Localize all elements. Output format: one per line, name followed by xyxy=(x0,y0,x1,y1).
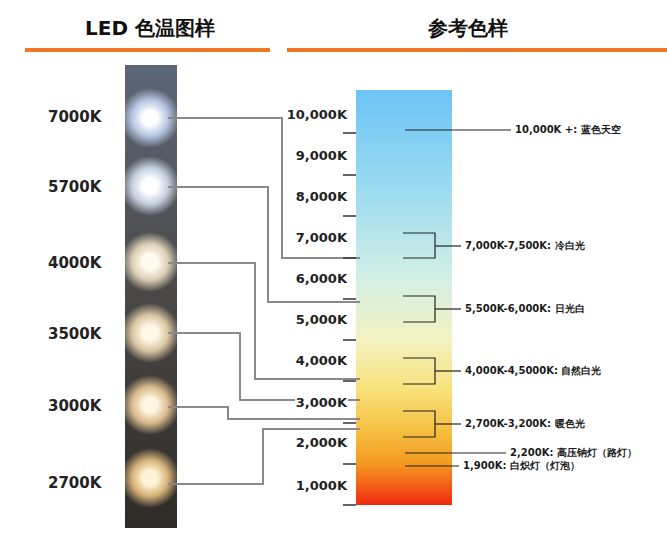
range-note: 4,000K-4,5000K: 自然白光 xyxy=(465,365,601,377)
tick xyxy=(343,215,356,217)
tick xyxy=(343,339,356,341)
scale-value: 8,000K xyxy=(295,190,348,205)
scale-value: 5,000K xyxy=(295,313,348,328)
pointer-line xyxy=(405,129,511,130)
tick xyxy=(343,298,356,300)
leader-line xyxy=(168,333,360,400)
led-glow xyxy=(125,375,177,435)
led-glows xyxy=(125,88,177,508)
led-temperature: 7000K xyxy=(48,109,101,126)
range-note: 7,000K-7,500K: 冷白光 xyxy=(465,240,585,252)
bracket xyxy=(403,358,435,384)
scale-value: 9,000K xyxy=(295,149,348,164)
scale-value: 7,000K xyxy=(295,231,348,246)
pointer-line xyxy=(405,465,459,466)
range-note: 2,200K: 高压钠灯（路灯） xyxy=(510,447,637,459)
bracket xyxy=(403,233,435,258)
scale-value: 4,000K xyxy=(295,354,348,369)
bracket xyxy=(403,411,435,437)
range-note: 5,500K-6,000K: 日光白 xyxy=(465,303,585,315)
bracket-arm xyxy=(435,370,461,371)
led-temperature: 2700K xyxy=(48,475,101,492)
leader-line xyxy=(168,187,360,302)
leader-line xyxy=(168,263,360,379)
tick xyxy=(343,257,356,259)
range-note: 10,000K +: 蓝色天空 xyxy=(515,124,621,136)
bracket-arm xyxy=(435,423,461,424)
tick xyxy=(343,132,356,134)
led-temperature: 3500K xyxy=(48,326,101,343)
bracket-arm xyxy=(435,245,461,246)
panel-heading: LED 色温图样 xyxy=(85,17,215,40)
leader-lines xyxy=(168,118,360,484)
tick xyxy=(343,504,356,506)
color-temperature-bar xyxy=(356,90,452,505)
scale-value: 1,000K xyxy=(295,479,348,494)
led-glow xyxy=(125,448,177,508)
scale-value: 10,000K xyxy=(286,108,348,123)
header-rule xyxy=(287,48,667,52)
scale-value: 6,000K xyxy=(295,272,348,287)
bracket xyxy=(403,296,435,322)
led-temperature: 5700K xyxy=(48,179,101,196)
leader-line xyxy=(168,429,360,484)
scale-value: 3,000K xyxy=(295,396,348,411)
tick xyxy=(343,463,356,465)
bracket-arm xyxy=(435,308,461,309)
led-temperature: 4000K xyxy=(48,255,101,272)
tick xyxy=(343,380,356,382)
tick xyxy=(343,174,356,176)
range-note: 1,900K: 白炽灯（灯泡） xyxy=(463,460,580,472)
brackets xyxy=(403,130,511,466)
scale-value: 2,000K xyxy=(295,436,348,451)
tick xyxy=(343,422,356,424)
header-rule xyxy=(25,48,270,52)
range-note: 2,700K-3,200K: 暖色光 xyxy=(465,418,585,430)
panel-heading: 参考色样 xyxy=(428,17,508,40)
led-temperature: 3000K xyxy=(48,398,101,415)
pointer-line xyxy=(405,452,506,453)
